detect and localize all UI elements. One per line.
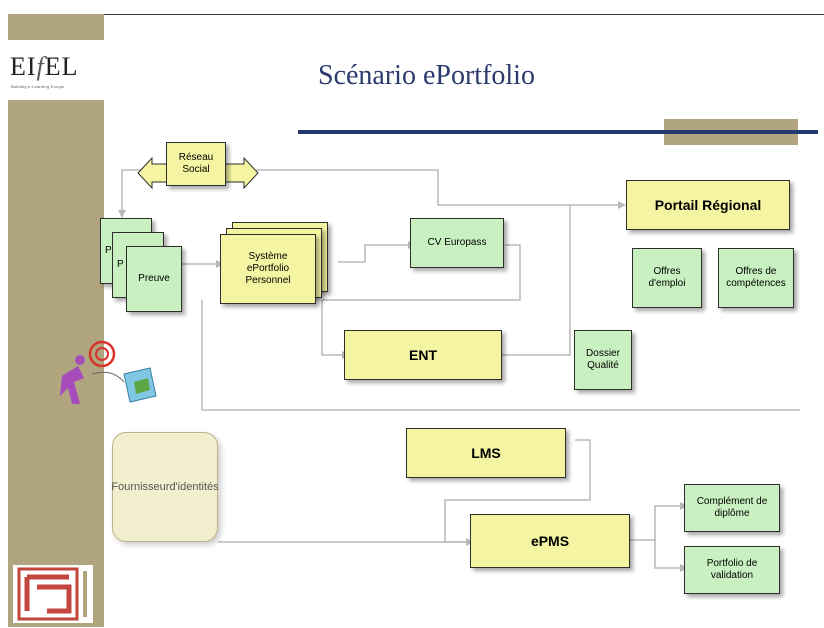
eifel-logo (8, 40, 104, 100)
bottom-logo (13, 565, 93, 623)
cv-europass-node: CV Europass (410, 218, 504, 268)
page-title: Scénario ePortfolio (318, 60, 535, 91)
person-network-icon (60, 340, 157, 404)
eifel-logo-text: EIfEL (10, 52, 79, 81)
epms-node: ePMS (470, 514, 630, 568)
eifel-logo-subtitle: Building e-Learning Europe (11, 84, 65, 89)
fournisseur-identites-node: Fournisseurd'identités (111, 432, 219, 542)
title-underline (298, 130, 818, 134)
portail-regional-node: Portail Régional (626, 180, 790, 230)
preuve-node: Preuve (126, 246, 182, 312)
top-rule (8, 14, 824, 15)
lms-node: LMS (406, 428, 566, 478)
ent-node: ENT (344, 330, 502, 380)
sidebar-band (8, 14, 104, 627)
